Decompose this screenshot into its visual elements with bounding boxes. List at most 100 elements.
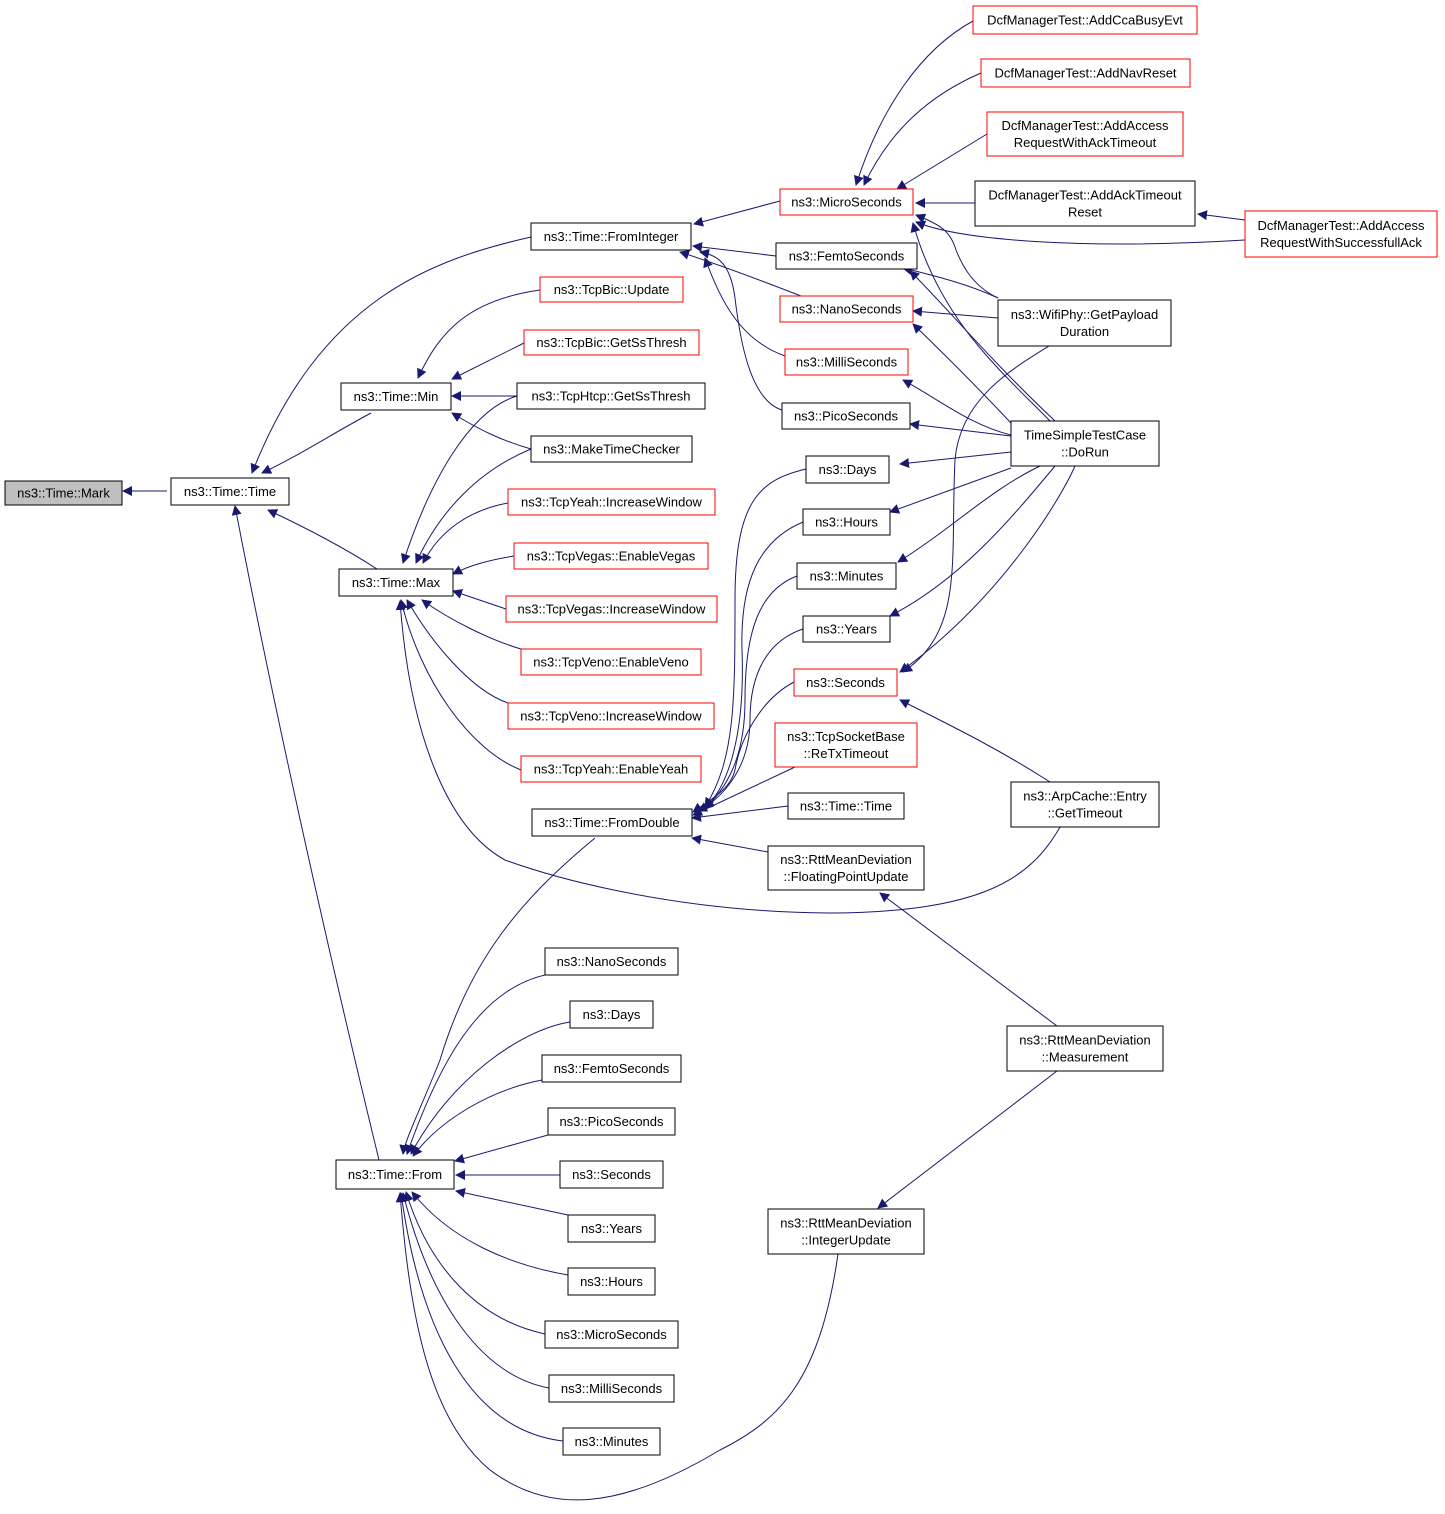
edge-24 (704, 468, 807, 808)
node-label: ns3::TcpYeah::EnableYeah (534, 762, 688, 777)
edge-41 (400, 1192, 550, 1389)
node-box (562, 1427, 661, 1456)
edge-17 (398, 599, 522, 771)
node-label: DcfManagerTest::AddAccess (1002, 118, 1169, 133)
node-label: RequestWithAckTimeout (1014, 135, 1157, 150)
node-label: ns3::Time::Mark (17, 486, 110, 501)
node-box (567, 1267, 656, 1296)
node-dcf-nav[interactable]: DcfManagerTest::AddNavReset (980, 58, 1191, 88)
node-d-hours[interactable]: ns3::Hours (802, 508, 891, 536)
node-veno-en[interactable]: ns3::TcpVeno::EnableVeno (520, 648, 702, 676)
edge-2 (250, 236, 532, 474)
node-fromdbl[interactable]: ns3::Time::FromDouble (531, 808, 693, 837)
node-i-pico[interactable]: ns3::PicoSeconds (781, 402, 911, 430)
node-bic-ss[interactable]: ns3::TcpBic::GetSsThresh (523, 329, 700, 356)
node-fpu[interactable]: ns3::RttMeanDeviation::FloatingPointUpda… (767, 845, 925, 891)
node-vegas-inc[interactable]: ns3::TcpVegas::IncreaseWindow (505, 595, 718, 623)
node-i-nano[interactable]: ns3::NanoSeconds (779, 295, 914, 323)
node-rtt-int[interactable]: ns3::RttMeanDeviation::IntegerUpdate (767, 1208, 925, 1255)
node-d-minutes[interactable]: ns3::Minutes (796, 562, 897, 590)
node-d-days[interactable]: ns3::Days (805, 455, 890, 484)
node-label: ns3::TcpVeno::EnableVeno (533, 655, 688, 670)
node-tstc[interactable]: TimeSimpleTestCase::DoRun (1010, 420, 1160, 467)
edge-33 (405, 974, 546, 1155)
node-box (779, 188, 914, 216)
edge-42 (397, 1192, 564, 1442)
node-from[interactable]: ns3::Time::From (335, 1159, 455, 1190)
node-vegas-en[interactable]: ns3::TcpVegas::EnableVegas (513, 542, 709, 570)
node-f-milli[interactable]: ns3::MilliSeconds (548, 1374, 675, 1403)
node-label: ns3::RttMeanDeviation (780, 1216, 912, 1231)
node-dcf-cca[interactable]: DcfManagerTest::AddCcaBusyEvt (972, 5, 1198, 35)
node-f-micro[interactable]: ns3::MicroSeconds (544, 1320, 679, 1349)
node-i-micro[interactable]: ns3::MicroSeconds (779, 188, 914, 216)
node-retx[interactable]: ns3::TcpSocketBase::ReTxTimeout (774, 722, 918, 768)
node-box (338, 568, 454, 597)
node-bic-update[interactable]: ns3::TcpBic::Update (539, 276, 684, 303)
node-label: ns3::TcpHtcp::GetSsThresh (532, 389, 691, 404)
node-box (781, 402, 911, 430)
node-f-femto[interactable]: ns3::FemtoSeconds (541, 1054, 682, 1083)
node-mtc[interactable]: ns3::MakeTimeChecker (530, 435, 693, 463)
node-dcf-acc-succ[interactable]: DcfManagerTest::AddAccessRequestWithSucc… (1244, 210, 1438, 258)
node-box (1244, 210, 1438, 258)
node-box (516, 382, 706, 410)
node-label: DcfManagerTest::AddCcaBusyEvt (987, 13, 1183, 28)
node-d-years[interactable]: ns3::Years (802, 615, 891, 643)
node-dcf-acc-to[interactable]: DcfManagerTest::AddAccessRequestWithAckT… (986, 111, 1184, 157)
node-min[interactable]: ns3::Time::Min (340, 382, 452, 411)
node-label: ns3::Minutes (575, 1434, 649, 1449)
edge-15 (421, 599, 522, 650)
node-label: ::Measurement (1042, 1050, 1129, 1065)
node-label: ns3::MicroSeconds (556, 1327, 667, 1342)
node-max[interactable]: ns3::Time::Max (338, 568, 454, 597)
node-box (980, 58, 1191, 88)
node-f-hours[interactable]: ns3::Hours (567, 1267, 656, 1296)
node-box (793, 668, 898, 697)
node-time2[interactable]: ns3::Time::Time (787, 792, 905, 820)
node-f-days[interactable]: ns3::Days (569, 1000, 654, 1029)
edge-36 (454, 1134, 549, 1164)
node-time-ctor[interactable]: ns3::Time::Time (170, 477, 290, 506)
edge-64 (899, 699, 1051, 783)
node-f-years[interactable]: ns3::Years (567, 1214, 656, 1243)
node-f-nano[interactable]: ns3::NanoSeconds (544, 947, 679, 976)
edge-3 (261, 412, 372, 474)
node-box (802, 615, 891, 643)
node-f-minutes[interactable]: ns3::Minutes (562, 1427, 661, 1456)
node-box (335, 1159, 455, 1190)
edge-53 (902, 345, 1050, 673)
node-label: ns3::TcpVegas::IncreaseWindow (518, 602, 706, 617)
node-box (539, 276, 684, 303)
node-mark: ns3::Time::Mark (4, 480, 123, 506)
node-yeah-inc[interactable]: ns3::TcpYeah::IncreaseWindow (507, 488, 716, 516)
edge-9 (451, 412, 532, 450)
node-label: ns3::TcpYeah::IncreaseWindow (521, 495, 703, 510)
node-f-pico[interactable]: ns3::PicoSeconds (547, 1107, 676, 1136)
node-box (531, 808, 693, 837)
edge-14 (452, 589, 507, 610)
node-box (767, 845, 925, 891)
node-i-femto[interactable]: ns3::FemtoSeconds (775, 242, 918, 270)
node-arp[interactable]: ns3::ArpCache::Entry::GetTimeout (1010, 781, 1160, 828)
node-d-seconds[interactable]: ns3::Seconds (793, 668, 898, 697)
edge-44 (853, 20, 974, 186)
node-box (1010, 781, 1160, 828)
node-fromint[interactable]: ns3::Time::FromInteger (530, 222, 692, 251)
edge-55 (909, 270, 1056, 422)
node-rtt-meas[interactable]: ns3::RttMeanDeviation::Measurement (1006, 1025, 1164, 1072)
node-i-milli[interactable]: ns3::MilliSeconds (784, 348, 909, 376)
edge-7 (451, 342, 525, 380)
node-htcp-ss[interactable]: ns3::TcpHtcp::GetSsThresh (516, 382, 706, 410)
node-label: ns3::MilliSeconds (561, 1381, 663, 1396)
node-veno-inc[interactable]: ns3::TcpVeno::IncreaseWindow (507, 702, 715, 730)
node-yeah-en[interactable]: ns3::TcpYeah::EnableYeah (520, 755, 702, 783)
edge-59 (899, 451, 1012, 469)
node-label: ns3::TcpVeno::IncreaseWindow (520, 709, 702, 724)
edge-57 (902, 379, 1012, 436)
node-label: ns3::NanoSeconds (792, 302, 902, 317)
node-f-seconds[interactable]: ns3::Seconds (559, 1160, 664, 1189)
